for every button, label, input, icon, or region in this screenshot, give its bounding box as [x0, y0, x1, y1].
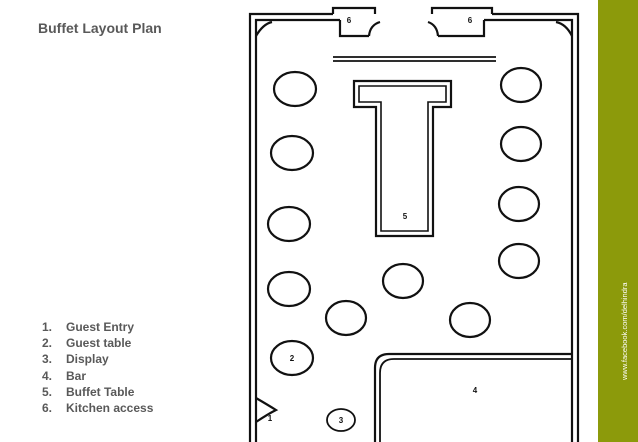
guest-entry-door — [255, 397, 279, 423]
legend-item: 3.Display — [42, 352, 109, 367]
label-buffet-table: 5 — [403, 212, 408, 221]
guest-table — [499, 125, 543, 163]
guest-table-2 — [269, 339, 315, 377]
outer-wall-outer — [248, 12, 580, 442]
kitchen-access-right-wall — [430, 6, 494, 38]
display-3 — [326, 408, 356, 432]
guest-table — [448, 301, 492, 339]
legend-item: 4.Bar — [42, 368, 87, 383]
legend-list: 1.Guest Entry 2.Guest table 3.Display 4.… — [42, 319, 153, 416]
label-guest-entry: 1 — [268, 414, 273, 423]
bar-area-4-inner — [379, 358, 572, 442]
serving-counter — [333, 56, 496, 62]
kitchen-door-left — [367, 20, 381, 37]
page-title: Buffet Layout Plan — [38, 20, 162, 36]
guest-table — [499, 66, 543, 104]
guest-table — [497, 185, 541, 223]
legend-item: 2.Guest table — [42, 336, 132, 351]
floor-plan: 6 6 5 2 4 3 1 — [248, 6, 580, 442]
label-kitchen-access-right: 6 — [468, 16, 473, 25]
guest-table — [324, 299, 368, 337]
accent-sidebar — [598, 0, 638, 442]
guest-table — [272, 70, 318, 108]
legend-item: 6.Kitchen access — [42, 400, 154, 415]
label-guest-table: 2 — [290, 354, 295, 363]
buffet-table-5-inner — [358, 85, 447, 232]
corner-door-top-left — [255, 20, 273, 37]
guest-table — [381, 262, 425, 300]
guest-table — [497, 242, 541, 280]
legend-item: 1.Guest Entry — [42, 320, 135, 334]
sidebar-url-text: www.facebook.com/delhindra — [620, 282, 629, 380]
outer-wall-inner — [254, 18, 574, 442]
guest-table — [266, 270, 312, 308]
kitchen-door-right — [427, 20, 440, 37]
label-kitchen-access-left: 6 — [347, 16, 352, 25]
buffet-table-5 — [352, 79, 453, 238]
label-display: 3 — [339, 416, 344, 425]
legend-item: 5.Buffet Table — [42, 384, 135, 399]
label-bar: 4 — [473, 386, 478, 395]
guest-table — [266, 205, 312, 243]
guest-table — [269, 134, 315, 172]
corner-door-top-right — [555, 20, 573, 37]
bar-area-4 — [373, 352, 572, 442]
kitchen-access-left-wall — [331, 6, 377, 38]
